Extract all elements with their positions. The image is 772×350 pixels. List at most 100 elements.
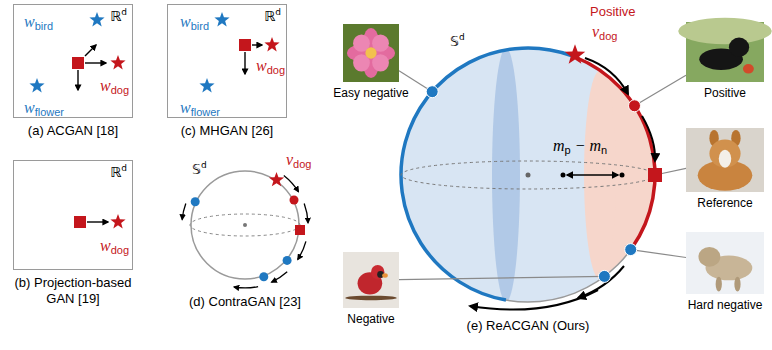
reference-square (295, 225, 305, 235)
text-part: d (201, 160, 207, 170)
text-part: − m (571, 137, 601, 154)
photo-shape (698, 247, 720, 267)
text-part: Positive (590, 4, 636, 19)
text-part: dog (599, 30, 617, 42)
text-part: dog (111, 84, 129, 96)
space-symbol: 𝕊d (192, 160, 207, 178)
equator (401, 161, 655, 189)
space-symbol: ℝd (110, 163, 127, 181)
text-part: w (256, 57, 267, 74)
center-dot (526, 173, 531, 178)
equator (190, 214, 300, 236)
text-part: m (553, 137, 565, 154)
photo-shape (382, 273, 388, 277)
margin-arrow (567, 174, 618, 176)
text-part: (d) ContraGAN [23] (189, 294, 301, 309)
math-label: wdog (100, 236, 129, 257)
photo-shape (371, 265, 384, 280)
margin-dot (620, 173, 625, 178)
text-part: bird (191, 20, 209, 32)
leader-line (631, 250, 686, 258)
sample-square (239, 39, 251, 51)
sphere-shape (401, 48, 655, 302)
photo-shape (353, 34, 370, 51)
photo-shape (719, 150, 731, 168)
photo-shape (364, 28, 379, 50)
photo-ground (686, 232, 764, 294)
text-part: w (100, 237, 111, 254)
negative-dot (259, 272, 268, 281)
photo (343, 252, 399, 308)
photo-shape (698, 160, 753, 191)
text-part: (c) MHGAN [26] (181, 123, 273, 138)
photo-shape (729, 38, 749, 57)
text-part: Hard negative (688, 298, 763, 312)
class-star (89, 12, 104, 26)
photo-ground (343, 252, 399, 308)
negative-dot (191, 197, 200, 206)
space-symbol: 𝕊d (450, 32, 465, 50)
math-label: wbird (180, 12, 209, 33)
photo (686, 128, 764, 192)
math-label: wflower (24, 98, 64, 119)
sphere-arc (401, 48, 571, 300)
class-star (110, 214, 125, 228)
negative-dot (426, 86, 438, 98)
photo-frame: Negative (343, 252, 399, 308)
photo-shape (716, 277, 722, 292)
text-part: (b) Projection-based GAN [19] (14, 275, 131, 306)
photo-shape (353, 54, 370, 71)
photo-shape (358, 272, 383, 294)
photo-shape (345, 296, 397, 300)
class-star (110, 55, 125, 69)
photo-shape (374, 45, 395, 60)
text-part: bird (35, 20, 53, 32)
sphere-band (492, 48, 520, 302)
text-part: d (275, 7, 281, 17)
photo-ground (686, 128, 764, 192)
math-label: wbird (24, 12, 53, 33)
photo-shape (734, 277, 740, 292)
text-part: d (121, 163, 127, 173)
negative-dot (625, 244, 637, 256)
photo (686, 232, 764, 294)
photo-shape (365, 47, 376, 59)
class-star (199, 78, 214, 92)
negative-dot (283, 256, 292, 265)
photo-shape (372, 34, 389, 51)
force-arcs (470, 58, 655, 310)
text-part: v (286, 151, 293, 168)
panel-caption: (b) Projection-based GAN [19] (8, 275, 138, 306)
math-label: wflower (180, 98, 220, 119)
text-part: ℝ (264, 8, 275, 24)
panel-caption: (e) ReACGAN (Ours) (467, 318, 590, 334)
text-part: ℝ (110, 164, 121, 180)
text-part: 𝕊 (192, 161, 201, 177)
proxy-star (269, 172, 284, 186)
photo (343, 24, 399, 82)
text-part: (e) ReACGAN (Ours) (467, 318, 590, 333)
sphere-outline (190, 170, 300, 280)
sphere-outline (191, 171, 299, 279)
space-symbol: ℝd (264, 7, 281, 25)
text-part: ℝ (110, 8, 121, 24)
margin-dot (561, 173, 566, 178)
text-part: dog (267, 64, 285, 76)
sphere-outline (401, 48, 655, 302)
photo-shape (731, 130, 740, 147)
text-part: dog (293, 158, 311, 170)
text-part: w (24, 99, 35, 116)
math-label: vdog (592, 22, 617, 43)
photo (686, 22, 764, 82)
positive-dot (629, 100, 641, 112)
text-part: p (565, 144, 571, 156)
math-label: vdog (286, 150, 311, 171)
leader-line (399, 276, 604, 279)
positive-cap (600, 48, 655, 302)
photo-shape (364, 56, 379, 78)
photo-shape (709, 130, 718, 147)
sample-square (72, 57, 84, 69)
text-part: d (459, 32, 465, 42)
hypersphere: 𝕊d(d) ContraGAN [23] (190, 170, 300, 280)
